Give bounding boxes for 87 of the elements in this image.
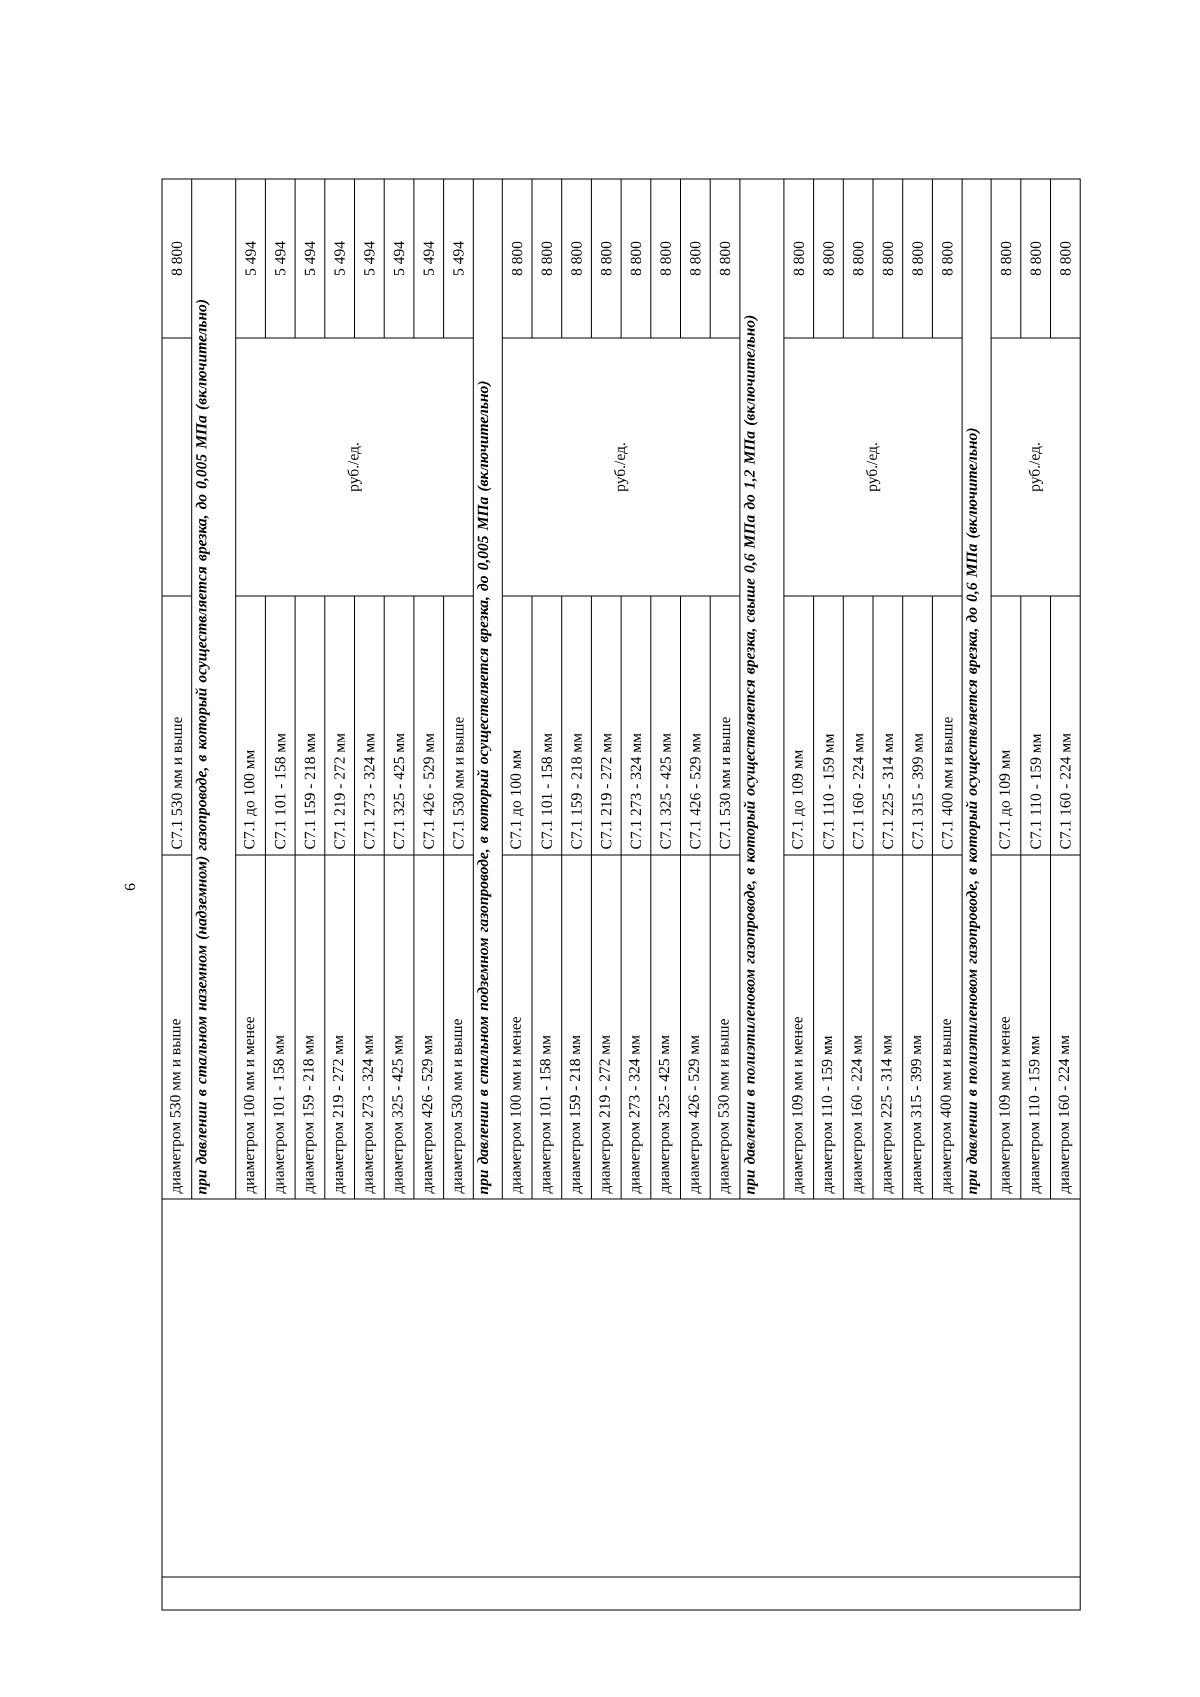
section-heading: при давлении в стальном подземном газопроводе, в который осуществляется врезка, до 0,005 МПа (включительно) bbox=[476, 381, 492, 1195]
price-value: 8 800 bbox=[793, 241, 805, 276]
page-number: 6 bbox=[124, 883, 136, 891]
code-text: С7.1 159 - 218 мм bbox=[304, 733, 316, 849]
price-value: 8 800 bbox=[690, 241, 701, 276]
row-label: диаметром 426 - 529 мм bbox=[688, 1035, 703, 1194]
code-text: С7.1 530 мм и выше bbox=[171, 717, 183, 849]
row-label: диаметром 109 мм и менее bbox=[999, 1016, 1013, 1194]
code-text: С7.1 101 - 158 мм bbox=[274, 733, 286, 849]
row-label: диаметром 160 - 224 мм bbox=[851, 1035, 865, 1194]
row-label: диаметром 110 - 159 мм bbox=[821, 1035, 836, 1194]
price-value: 5 494 bbox=[245, 241, 256, 276]
code-text: С7.1 до 100 мм bbox=[243, 750, 258, 849]
row-label: диаметром 325 - 425 мм bbox=[658, 1035, 673, 1194]
code-text: С7.1 325 - 425 мм bbox=[660, 733, 671, 849]
code-text: С7.1 159 - 218 мм bbox=[571, 733, 582, 849]
price-value: 8 800 bbox=[719, 241, 731, 276]
code-text: С7.1 101 - 158 мм bbox=[541, 733, 553, 849]
row-label: диаметром 159 - 218 мм bbox=[303, 1035, 317, 1194]
price-value: 8 800 bbox=[660, 241, 671, 276]
code-text: С7.1 426 - 529 мм bbox=[423, 733, 434, 849]
price-value: 8 800 bbox=[1060, 241, 1071, 276]
row-label: диаметром 159 - 218 мм bbox=[569, 1035, 584, 1194]
price-value: 5 494 bbox=[364, 241, 375, 276]
code-text: С7.1 160 - 224 мм bbox=[1060, 733, 1071, 849]
price-value: 8 800 bbox=[882, 241, 894, 276]
row-label: диаметром 400 мм и выше bbox=[940, 1019, 955, 1194]
row-label: диаметром 225 - 314 мм bbox=[881, 1035, 895, 1194]
price-value: 8 800 bbox=[630, 241, 642, 276]
price-value: 5 494 bbox=[304, 241, 316, 276]
unit-text: руб./ед. bbox=[1028, 443, 1043, 492]
row-label: диаметром 273 - 324 мм bbox=[362, 1035, 377, 1194]
code-text: С7.1 219 - 272 мм bbox=[600, 733, 612, 849]
row-label: диаметром 219 - 272 мм bbox=[599, 1035, 613, 1194]
row-label: диаметром 273 - 324 мм bbox=[629, 1035, 643, 1194]
code-text: С7.1 426 - 529 мм bbox=[690, 733, 701, 849]
code-text: С7.1 530 мм и выше bbox=[453, 717, 464, 849]
section-heading: при давлении в полиэтиленовом газопроводе, в который осуществляется врезка, до 0,6 МПа (включительно) bbox=[965, 428, 981, 1195]
row-label: диаметром 100 мм и менее bbox=[243, 1016, 258, 1194]
price-value: 5 494 bbox=[393, 241, 405, 276]
code-text: С7.1 до 100 мм bbox=[510, 750, 524, 849]
code-text: С7.1 315 - 399 мм bbox=[912, 733, 923, 849]
price-value: 8 800 bbox=[853, 241, 864, 276]
price-value: 5 494 bbox=[453, 241, 464, 276]
price-value: 8 800 bbox=[571, 241, 582, 276]
row-label: диаметром 160 - 224 мм bbox=[1058, 1035, 1073, 1194]
section-heading: при давлении в полиэтиленовом газопроводе, в который осуществляется врезка, свыше 0,6 МПа до 1,2 МПа (включительно) bbox=[743, 315, 758, 1195]
price-value: 8 800 bbox=[511, 241, 523, 276]
code-text: С7.1 530 мм и выше bbox=[719, 717, 731, 849]
price-value: 8 800 bbox=[601, 241, 612, 276]
code-text: С7.1 273 - 324 мм bbox=[364, 733, 375, 849]
row-label: диаметром 530 мм и выше bbox=[718, 1019, 732, 1194]
unit-text: руб./ед. bbox=[865, 443, 881, 492]
code-text: С7.1 110 - 159 мм bbox=[823, 733, 834, 849]
price-value: 8 800 bbox=[942, 241, 953, 276]
row-label: диаметром 101 - 158 мм bbox=[540, 1035, 554, 1194]
code-text: С7.1 325 - 425 мм bbox=[393, 733, 405, 849]
row-label: диаметром 426 - 529 мм bbox=[421, 1035, 436, 1194]
code-text: С7.1 110 - 159 мм bbox=[1030, 733, 1041, 849]
price-value: 8 800 bbox=[823, 241, 834, 276]
row-label: диаметром 110 - 159 мм bbox=[1028, 1035, 1043, 1194]
price-value: 8 800 bbox=[1000, 241, 1012, 276]
price-value: 8 800 bbox=[912, 241, 923, 276]
price-value: 5 494 bbox=[423, 241, 434, 276]
code-text: С7.1 до 109 мм bbox=[999, 750, 1013, 849]
code-text: С7.1 160 - 224 мм bbox=[852, 733, 864, 849]
price-value: 5 494 bbox=[275, 241, 286, 276]
code-text: С7.1 400 мм и выше bbox=[942, 717, 953, 849]
row-label: диаметром 315 - 399 мм bbox=[910, 1035, 925, 1194]
unit-text: руб./ед. bbox=[613, 443, 629, 492]
price-value: 8 800 bbox=[541, 241, 553, 276]
row-label: диаметром 530 мм и выше bbox=[170, 1019, 184, 1194]
price-value: 8 800 bbox=[171, 241, 183, 276]
row-label: диаметром 219 - 272 мм bbox=[332, 1035, 347, 1194]
code-text: С7.1 219 - 272 мм bbox=[334, 733, 345, 849]
row-label: диаметром 325 - 425 мм bbox=[392, 1035, 406, 1194]
code-text: С7.1 до 109 мм bbox=[792, 750, 806, 849]
price-value: 8 800 bbox=[1030, 241, 1041, 276]
code-text: С7.1 273 - 324 мм bbox=[630, 733, 642, 849]
row-label: диаметром 530 мм и выше bbox=[451, 1019, 466, 1194]
unit-text: руб./ед. bbox=[347, 443, 362, 492]
row-label: диаметром 100 мм и менее bbox=[510, 1016, 524, 1194]
price-value: 5 494 bbox=[334, 241, 345, 276]
row-label: диаметром 109 мм и менее bbox=[792, 1016, 806, 1194]
section-heading: при давлении в стальном наземном (надземном) газопроводе, в который осуществляется врезка, до 0,005 МПа (включительно) bbox=[195, 300, 210, 1195]
code-text: С7.1 225 - 314 мм bbox=[882, 733, 894, 849]
row-label: диаметром 101 - 158 мм bbox=[273, 1035, 287, 1194]
